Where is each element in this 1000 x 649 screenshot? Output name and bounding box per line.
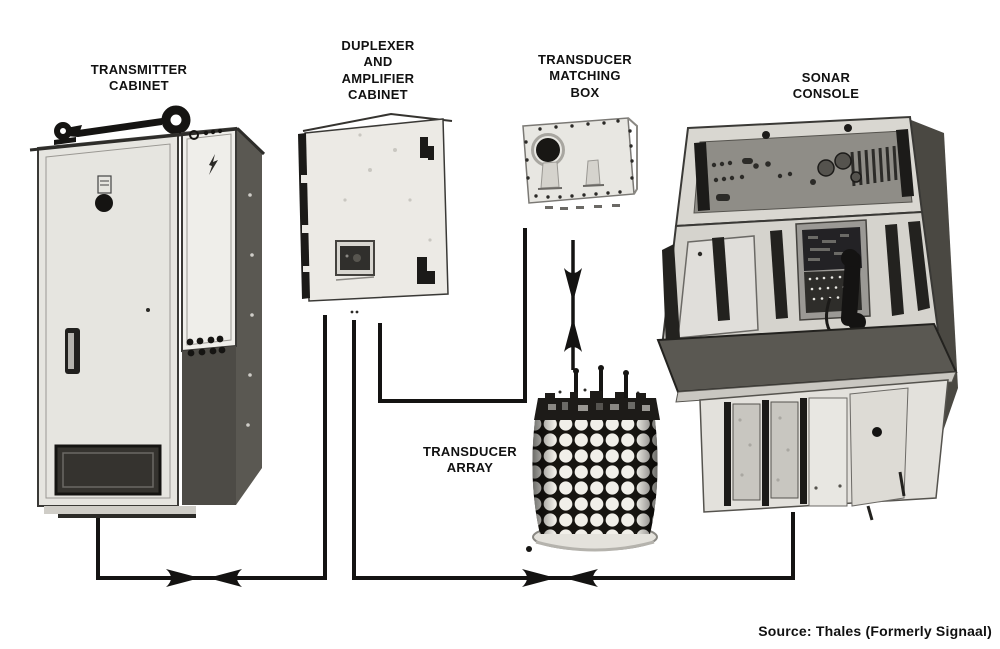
transducer-array-label: TRANSDUCER ARRAY [423, 444, 517, 476]
handset-icon [840, 249, 866, 331]
transducer-array-image [526, 365, 660, 552]
transmitter-cabinet-label: TRANSMITTER CABINET [90, 62, 188, 94]
duplexer-amplifier-cabinet-image [298, 112, 453, 314]
connection-duplexer-matchingbox [378, 228, 527, 403]
transmitter-cabinet-image [29, 105, 266, 518]
source-credit: Source: Thales (Formerly Signaal) [758, 623, 992, 639]
duplexer-amplifier-cabinet-label: DUPLEXER AND AMPLIFIER CABINET [341, 38, 415, 102]
transducer-matching-box-label: TRANSDUCER MATCHING BOX [538, 52, 632, 100]
sonar-console-image [656, 115, 958, 521]
high-voltage-icon [209, 154, 218, 175]
sonar-console-label: SONAR CONSOLE [792, 70, 860, 102]
transducer-matching-box-image [522, 117, 638, 210]
